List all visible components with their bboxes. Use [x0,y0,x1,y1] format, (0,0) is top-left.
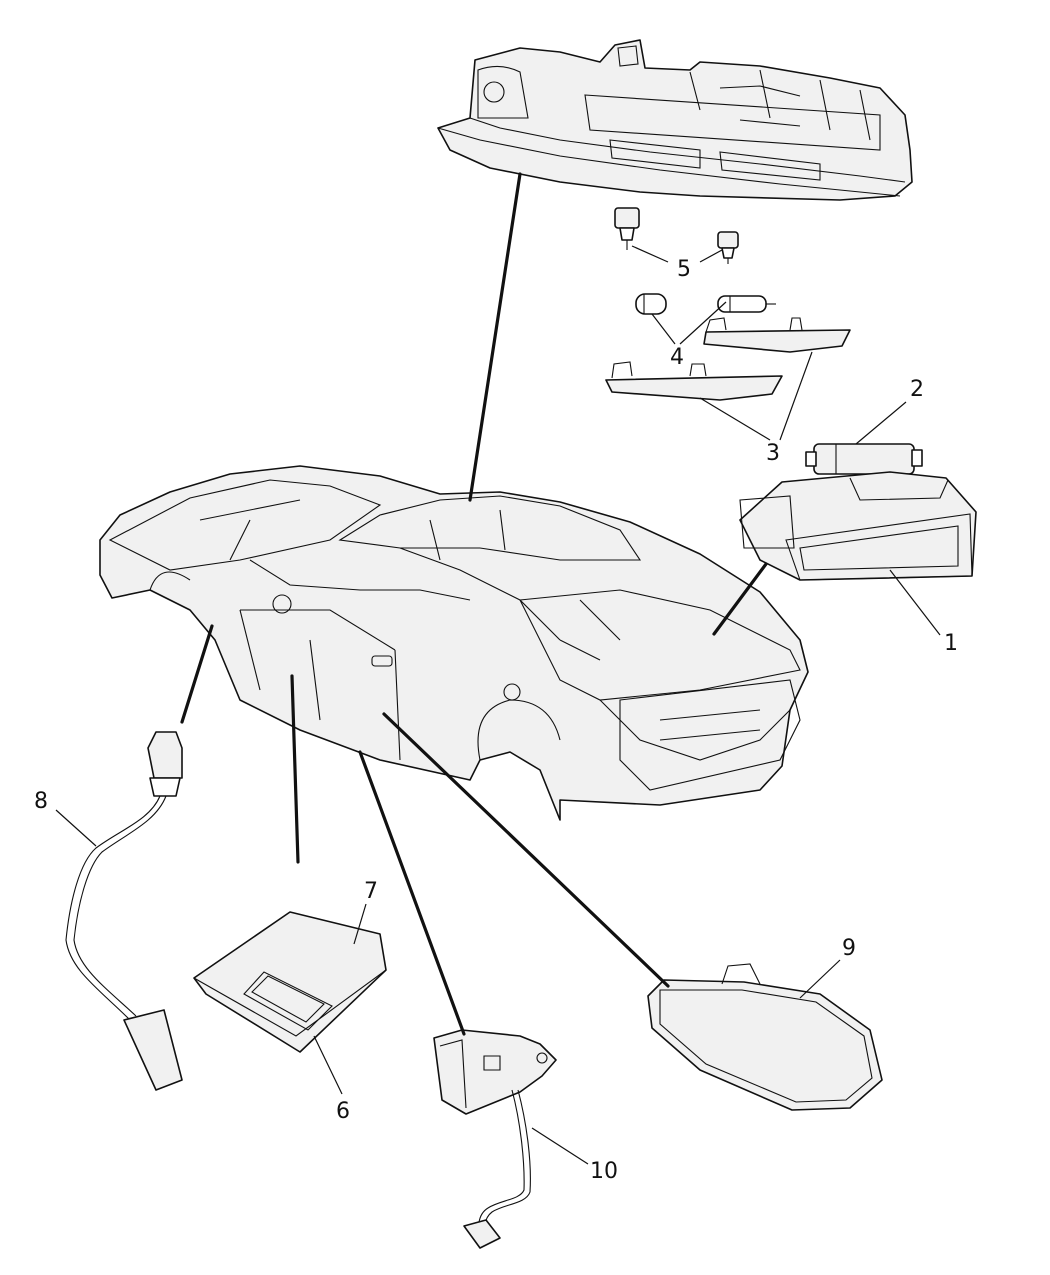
callout-labels: 1 2 3 4 5 6 7 8 9 10 [34,257,958,1184]
part-2-lamp-socket [805,443,923,475]
locator-line-part-1 [712,562,768,636]
callout-9: 9 [842,936,856,961]
overhead-console [437,39,913,201]
locator-line-overhead [468,172,522,502]
part-5-bulb-holders [614,207,739,264]
vehicle-body [99,465,809,821]
locator-line-part-9 [382,712,670,988]
callout-10: 10 [590,1159,618,1184]
locator-line-part-10 [358,750,466,1036]
locator-lines [180,172,768,1036]
callout-7: 7 [364,879,378,904]
callout-8: 8 [34,789,48,814]
callout-5: 5 [677,257,691,282]
callout-1: 1 [944,631,958,656]
leader-lines [55,245,941,1165]
callout-4: 4 [670,345,684,370]
part-1-lamp-housing [739,471,977,581]
part-10-switch-harness [433,1029,557,1249]
part-9-lens [647,963,883,1111]
locator-line-part-8 [180,624,214,724]
part-8-harness-lamp [65,731,183,1091]
locator-line-part-7 [290,674,300,864]
callout-6: 6 [336,1099,350,1124]
callout-2: 2 [910,377,924,402]
part-3-lenses [605,317,851,401]
part-4-bulbs [635,293,776,315]
callout-3: 3 [766,441,780,466]
part-7-courtesy-lamp [193,911,387,1053]
